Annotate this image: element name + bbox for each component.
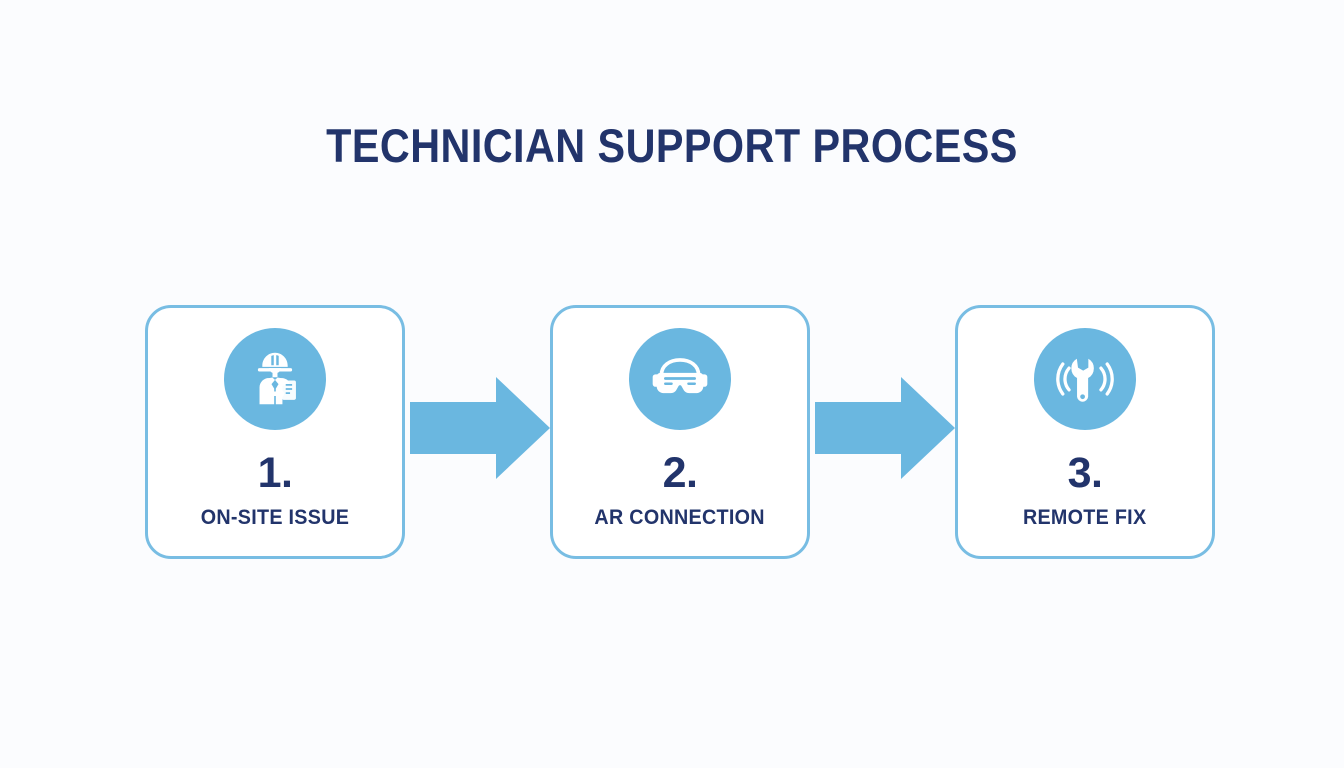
step-2-number: 2.	[662, 449, 698, 497]
arrow-right-icon	[410, 377, 550, 479]
process-flow-diagram: 1. ON-SITE ISSUE	[145, 305, 1217, 560]
technician-worker-icon	[242, 346, 308, 412]
step-3-number: 3.	[1067, 449, 1103, 497]
step-1-icon-badge	[224, 328, 326, 430]
step-card-remote-fix[interactable]: 3. REMOTE FIX	[955, 305, 1215, 559]
step-3-label: REMOTE FIX	[1023, 506, 1147, 529]
wrench-signal-icon	[1052, 346, 1118, 412]
ar-goggles-icon	[647, 346, 713, 412]
step-2-icon-badge	[629, 328, 731, 430]
flow-connector-2	[815, 377, 955, 479]
page-title: TECHNICIAN SUPPORT PROCESS	[326, 119, 1018, 172]
arrow-right-icon	[815, 377, 955, 479]
step-card-ar-connection[interactable]: 2. AR CONNECTION	[550, 305, 810, 559]
flow-connector-1	[410, 377, 550, 479]
step-2-label: AR CONNECTION	[594, 506, 766, 529]
step-3-icon-badge	[1034, 328, 1136, 430]
step-1-label: ON-SITE ISSUE	[200, 506, 350, 529]
step-card-on-site-issue[interactable]: 1. ON-SITE ISSUE	[145, 305, 405, 559]
step-1-number: 1.	[257, 449, 293, 497]
